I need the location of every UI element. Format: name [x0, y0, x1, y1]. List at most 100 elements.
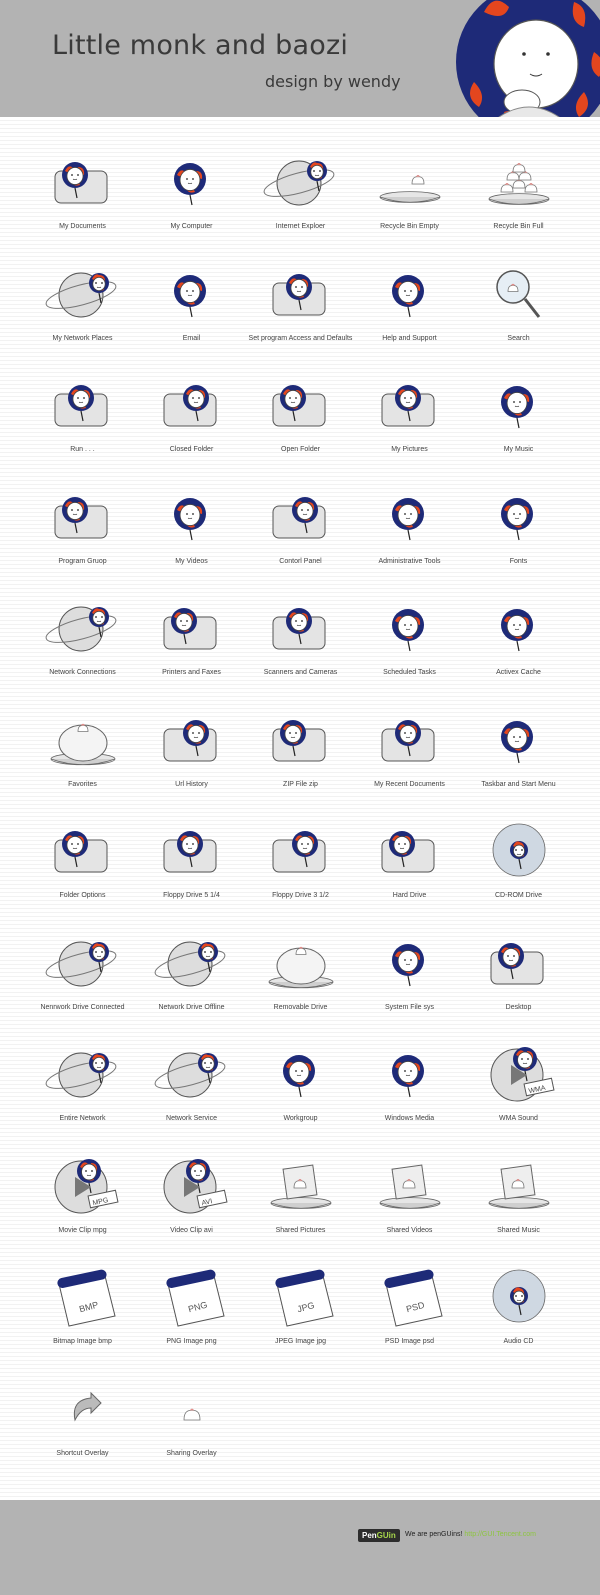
icon-item[interactable]: Internet Exploer: [246, 141, 355, 253]
icon-label: Sharing Overlay: [166, 1449, 217, 1457]
recycle-bin-empty-icon: [368, 141, 452, 221]
icon-item[interactable]: Run . . .: [28, 364, 137, 476]
icon-item[interactable]: Set program Access and Defaults: [246, 253, 355, 365]
icon-item[interactable]: Taskbar and Start Menu: [464, 699, 573, 811]
icon-item[interactable]: Shared Pictures: [246, 1145, 355, 1257]
icon-item[interactable]: Contorl Panel: [246, 476, 355, 588]
icon-label: Favorites: [68, 780, 97, 788]
icon-item[interactable]: Recycle Bin Empty: [355, 141, 464, 253]
icon-item[interactable]: Activex Cache: [464, 587, 573, 699]
icon-item[interactable]: My Videos: [137, 476, 246, 588]
icon-item[interactable]: My Computer: [137, 141, 246, 253]
icon-item[interactable]: Shared Videos: [355, 1145, 464, 1257]
pictures-icon: [368, 364, 452, 444]
network-drive-connected-icon: [41, 922, 125, 1002]
icon-item[interactable]: Network Drive Offline: [137, 922, 246, 1034]
taskbar-icon: [477, 699, 561, 779]
icon-item[interactable]: Search: [464, 253, 573, 365]
icon-item[interactable]: Network Connections: [28, 587, 137, 699]
icon-item[interactable]: Hard Drive: [355, 810, 464, 922]
icon-item[interactable]: My Recent Documents: [355, 699, 464, 811]
icon-item[interactable]: Shared Music: [464, 1145, 573, 1257]
icon-label: Nenrwork Drive Connected: [40, 1003, 125, 1011]
icon-item[interactable]: Program Gruop: [28, 476, 137, 588]
folder-options-icon: [41, 810, 125, 890]
icon-row: Run . . . Closed Folder Open Folder My P…: [28, 364, 573, 476]
icon-item[interactable]: My Documents: [28, 141, 137, 253]
printer-icon: [150, 587, 234, 667]
icon-item[interactable]: Favorites: [28, 699, 137, 811]
email-icon: [150, 253, 234, 333]
icon-label: Desktop: [505, 1003, 532, 1011]
icon-item[interactable]: ZIP File zip: [246, 699, 355, 811]
icon-item[interactable]: PSD PSD Image psd: [355, 1256, 464, 1368]
hard-drive-icon: [368, 810, 452, 890]
icon-item[interactable]: Floppy Drive 5 1/4: [137, 810, 246, 922]
icon-label: PSD Image psd: [384, 1338, 435, 1345]
icon-label: My Pictures: [391, 446, 428, 453]
png-icon: PNG: [150, 1256, 234, 1336]
icon-row: Nenrwork Drive Connected Network Drive O…: [28, 922, 573, 1034]
icon-item[interactable]: Email: [137, 253, 246, 365]
icon-label: Windows Media: [384, 1115, 435, 1122]
icon-item[interactable]: Windows Media: [355, 1033, 464, 1145]
icon-item[interactable]: Url History: [137, 699, 246, 811]
icon-item[interactable]: Removable Drive: [246, 922, 355, 1034]
icon-item[interactable]: Scanners and Cameras: [246, 587, 355, 699]
monk-mascot-icon: [456, 0, 600, 117]
icon-label: Administrative Tools: [378, 557, 441, 565]
icon-label: Floppy Drive 5 1/4: [163, 892, 220, 899]
icon-item[interactable]: Entire Network: [28, 1033, 137, 1145]
psd-icon: PSD: [368, 1256, 452, 1336]
icon-row: Shortcut Overlay Sharing Overlay: [28, 1368, 573, 1480]
network-connections-icon: [41, 587, 125, 667]
icon-label: Audio CD: [503, 1338, 534, 1345]
icon-item[interactable]: Help and Support: [355, 253, 464, 365]
icon-label: Activex Cache: [496, 669, 541, 676]
svg-text:JPG: JPG: [296, 1300, 316, 1314]
icon-item[interactable]: My Network Places: [28, 253, 137, 365]
icon-item[interactable]: Network Service: [137, 1033, 246, 1145]
icon-item[interactable]: Fonts: [464, 476, 573, 588]
icon-item[interactable]: CD-ROM Drive: [464, 810, 573, 922]
icon-label: Help and Support: [382, 334, 437, 342]
icon-item[interactable]: Folder Options: [28, 810, 137, 922]
icon-label: Network Drive Offline: [158, 1003, 225, 1011]
icon-item[interactable]: Shortcut Overlay: [28, 1368, 137, 1480]
icon-item[interactable]: Workgroup: [246, 1033, 355, 1145]
icon-item[interactable]: Scheduled Tasks: [355, 587, 464, 699]
icon-item[interactable]: Open Folder: [246, 364, 355, 476]
icon-item[interactable]: Recycle Bin Full: [464, 141, 573, 253]
icon-item[interactable]: Administrative Tools: [355, 476, 464, 588]
run-icon: [41, 364, 125, 444]
icon-label: CD-ROM Drive: [494, 892, 543, 899]
icon-item[interactable]: Audio CD: [464, 1256, 573, 1368]
icon-item[interactable]: Floppy Drive 3 1/2: [246, 810, 355, 922]
icon-item[interactable]: My Pictures: [355, 364, 464, 476]
footer-link[interactable]: http://GUI.Tencent.com: [464, 1531, 536, 1538]
icon-item[interactable]: System File sys: [355, 922, 464, 1034]
recycle-bin-full-icon: [477, 141, 561, 221]
shared-videos-icon: [368, 1145, 452, 1225]
wma-icon: WMA: [477, 1033, 561, 1113]
icon-label: My Music: [503, 446, 534, 453]
icon-item[interactable]: Nenrwork Drive Connected: [28, 922, 137, 1034]
icon-label: Floppy Drive 3 1/2: [272, 892, 329, 899]
icon-label: Printers and Faxes: [162, 669, 221, 676]
icon-item[interactable]: Sharing Overlay: [137, 1368, 246, 1480]
icon-item[interactable]: Closed Folder: [137, 364, 246, 476]
icon-item[interactable]: Desktop: [464, 922, 573, 1034]
icon-item[interactable]: Printers and Faxes: [137, 587, 246, 699]
icon-item[interactable]: My Music: [464, 364, 573, 476]
icon-row: Favorites Url History ZIP File zip My Re…: [28, 699, 573, 811]
icon-label: Email: [182, 334, 201, 342]
open-folder-icon: [259, 364, 343, 444]
svg-text:MPG: MPG: [92, 1196, 109, 1206]
